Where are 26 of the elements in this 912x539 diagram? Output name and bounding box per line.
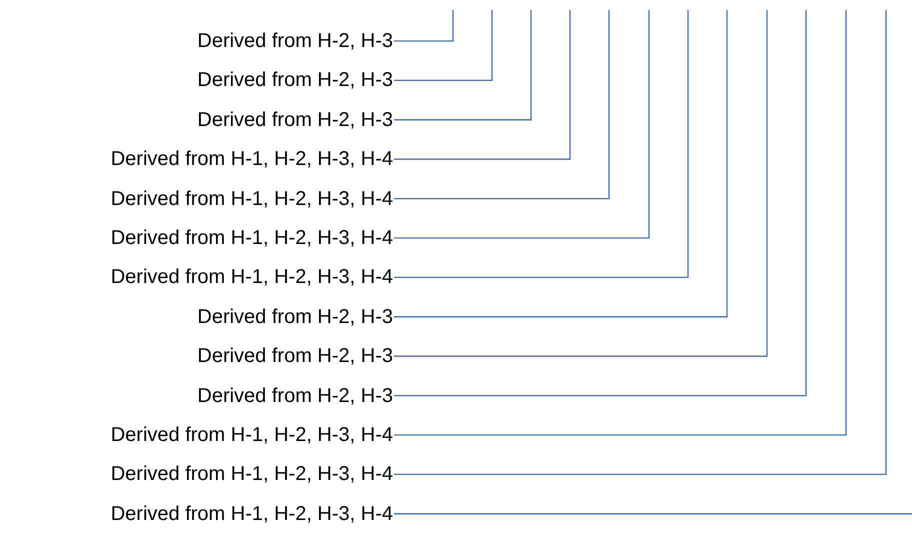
callout-text: Derived from H-1, H-2, H-3, H-4 (110, 502, 393, 526)
callout-text: Derived from H-2, H-3 (197, 68, 393, 92)
leader-line (394, 10, 689, 278)
callout-text: Derived from H-1, H-2, H-3, H-4 (110, 265, 393, 290)
callout-text: Derived from H-2, H-3 (197, 304, 393, 329)
leader-line (394, 10, 887, 476)
leader-line (394, 10, 847, 436)
callout-text: Derived from H-1, H-2, H-3, H-4 (110, 462, 393, 486)
leader-line (394, 10, 768, 357)
callout-text: Derived from H-1, H-2, H-3, H-4 (110, 147, 393, 172)
callout-text: Derived from H-1, H-2, H-3, H-4 (110, 423, 393, 447)
callout-text: Derived from H-2, H-3 (197, 108, 393, 132)
leader-line (394, 10, 610, 200)
callout-text: Derived from H-1, H-2, H-3, H-4 (110, 226, 393, 250)
callout-text: Derived from H-2, H-3 (197, 344, 393, 368)
leader-line (394, 10, 532, 120)
leader-line (394, 10, 493, 82)
leader-line (394, 513, 912, 514)
callout-text: Derived from H-2, H-3 (197, 29, 393, 53)
leader-line (394, 10, 454, 42)
leader-line (394, 10, 728, 318)
callout-text: Derived from H-2, H-3 (197, 384, 393, 408)
leader-line (394, 10, 650, 239)
callout-text: Derived from H-1, H-2, H-3, H-4 (110, 186, 393, 211)
leader-line (394, 10, 571, 160)
leader-line (394, 10, 807, 396)
